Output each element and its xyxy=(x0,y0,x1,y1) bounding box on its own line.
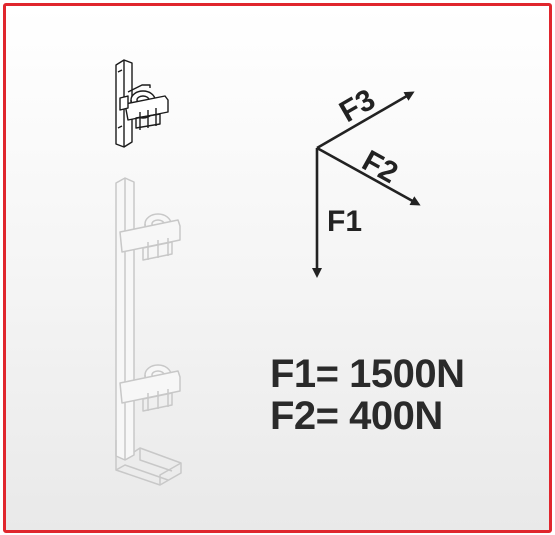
bracket-clamp-icon xyxy=(115,59,169,148)
force-values: F1= 1500N F2= 400N xyxy=(270,353,465,437)
diagram-frame xyxy=(3,3,552,533)
force-vectors xyxy=(312,91,421,278)
f1-label: F1 xyxy=(327,205,362,238)
f3-arrow xyxy=(316,91,415,150)
f2-value: F2= 400N xyxy=(270,394,443,438)
f1-value: F1= 1500N xyxy=(270,352,465,396)
f2-arrow xyxy=(316,146,421,206)
support-rail-ghost xyxy=(115,177,182,486)
f3-label: F3 xyxy=(334,83,381,129)
f2-label: F2 xyxy=(357,144,404,190)
